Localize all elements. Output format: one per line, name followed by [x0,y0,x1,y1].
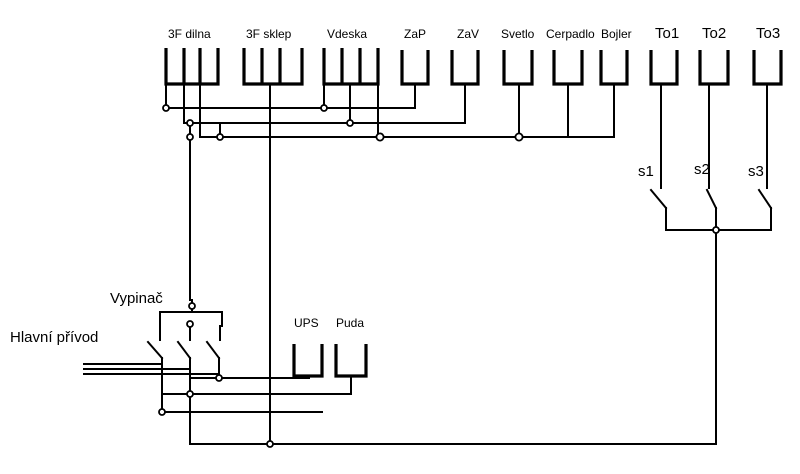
socket-symbols [164,48,783,378]
label-hlavni-privod: Hlavní přívod [10,329,98,346]
labels: 3F dilna 3F sklep Vdeska ZaP ZaV Svetlo … [10,25,780,346]
junction [162,104,170,112]
socket-vdeska [322,48,380,86]
junction [320,104,328,112]
label-s3: s3 [748,163,764,180]
label-vdeska: Vdeska [327,27,367,41]
label-zap: ZaP [404,27,426,41]
junction [158,408,166,416]
socket-zav [450,50,480,86]
label-vypinac: Vypinač [110,290,163,307]
junction [266,440,274,448]
socket-3f-dilna [164,48,220,86]
socket-to3 [752,50,783,86]
junction [186,390,194,398]
junction [514,132,524,142]
socket-cerpadlo [552,50,584,86]
main-switch-contact-3 [205,340,221,360]
label-svetlo: Svetlo [501,27,535,41]
main-supply-lines [83,363,220,375]
label-zav: ZaV [457,27,479,41]
junction [186,133,194,141]
junction [712,226,720,234]
junction [186,320,194,328]
upper-wiring [165,83,615,445]
socket-svetlo [502,50,534,86]
thermostat-switches [649,83,773,445]
junctions [158,104,720,448]
socket-zap [400,50,430,86]
main-switch-contact-1 [146,340,164,360]
socket-bojler [599,50,629,86]
junction [346,119,354,127]
junction [216,133,224,141]
junction [375,132,385,142]
label-s2: s2 [694,161,710,178]
socket-3f-sklep [242,48,304,86]
main-switch-contact-2 [176,340,192,360]
label-ups: UPS [294,316,319,330]
label-to3: To3 [756,25,780,42]
label-3f-sklep: 3F sklep [246,27,292,41]
socket-to2 [698,50,730,86]
switch-s1 [649,188,668,210]
label-3f-dilna: 3F dilna [168,27,211,41]
socket-to1 [649,50,679,86]
label-s1: s1 [638,163,654,180]
label-cerpadlo: Cerpadlo [546,27,595,41]
junction [188,302,196,310]
label-bojler: Bojler [601,27,632,41]
socket-ups [292,344,324,378]
main-switch [83,299,717,445]
switch-s3 [757,188,773,210]
switch-s2 [705,188,718,210]
label-to2: To2 [702,25,726,42]
socket-puda [334,344,368,378]
junction [186,119,194,127]
junction [215,374,223,382]
label-to1: To1 [655,25,679,42]
label-puda: Puda [336,316,364,330]
